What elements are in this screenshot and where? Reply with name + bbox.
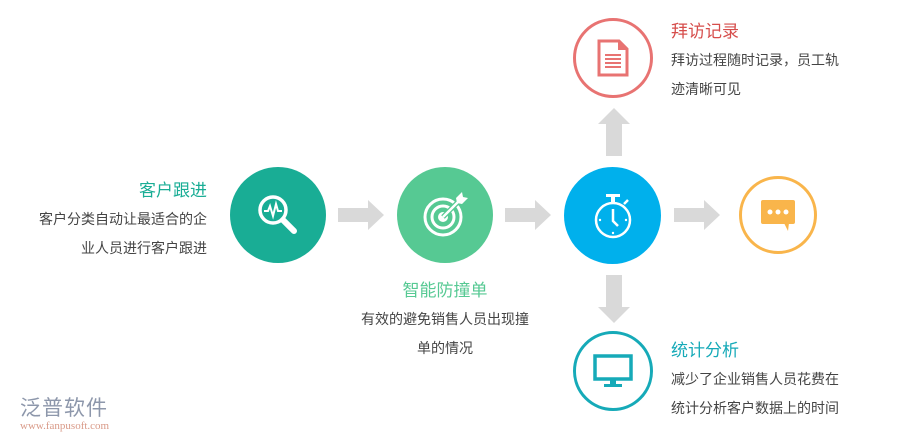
chat-bubble-icon (761, 200, 795, 231)
magnifier-pulse-icon (258, 195, 297, 234)
stats-title: 统计分析 (671, 341, 739, 361)
follow-text: 客户跟进 客户分类自动让最适合的企 业人员进行客户跟进 (39, 180, 207, 264)
visit-desc-line1: 拜访过程随时记录，员工轨 (671, 53, 839, 69)
chat-circle (739, 176, 817, 254)
arrow-right-icon (505, 200, 551, 230)
anticollide-text: 智能防撞单 有效的避免销售人员出现撞 单的情况 (325, 280, 565, 364)
visit-title: 拜访记录 (671, 22, 739, 42)
target-icon (423, 192, 468, 237)
watermark: 泛普软件 www.fanpusoft.com (20, 396, 109, 432)
stats-desc-line1: 减少了企业销售人员花费在 (671, 372, 839, 388)
watermark-name: 泛普软件 (20, 396, 108, 420)
arrow-down-icon (598, 275, 630, 323)
document-icon (597, 39, 629, 77)
stats-text: 统计分析 减少了企业销售人员花费在 统计分析客户数据上的时间 (671, 340, 839, 424)
follow-title: 客户跟进 (139, 181, 207, 201)
visit-desc-line2: 迹清晰可见 (671, 82, 741, 98)
visit-circle (573, 18, 653, 98)
anticollide-desc-line1: 有效的避免销售人员出现撞 (361, 312, 529, 328)
monitor-icon (593, 354, 633, 387)
stats-desc-line2: 统计分析客户数据上的时间 (671, 401, 839, 417)
follow-circle (230, 167, 326, 263)
stopwatch-icon (594, 193, 631, 238)
arrow-up-icon (598, 108, 630, 156)
arrow-right-icon (338, 200, 384, 230)
watermark-url: www.fanpusoft.com (20, 420, 110, 432)
follow-desc-line2: 业人员进行客户跟进 (81, 241, 207, 257)
arrow-right-icon (674, 200, 720, 230)
visit-text: 拜访记录 拜访过程随时记录，员工轨 迹清晰可见 (671, 21, 839, 105)
anticollide-desc-line2: 单的情况 (417, 341, 473, 357)
anticollide-title: 智能防撞单 (402, 281, 488, 301)
anticollide-circle (397, 167, 493, 263)
follow-desc-line1: 客户分类自动让最适合的企 (39, 212, 207, 228)
timer-circle (564, 167, 661, 264)
stats-circle (573, 331, 653, 411)
